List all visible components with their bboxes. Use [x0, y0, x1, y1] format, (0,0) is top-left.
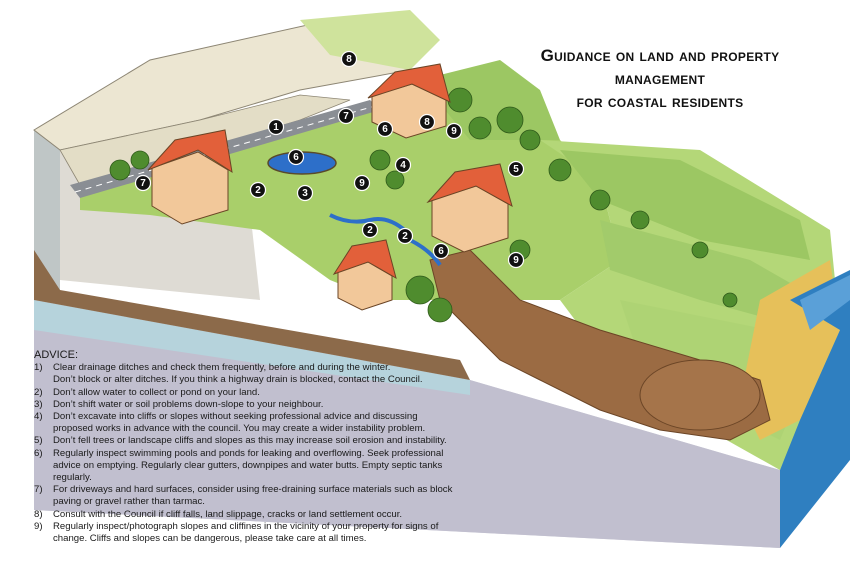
- svg-text:2: 2: [367, 225, 373, 236]
- svg-text:8: 8: [346, 54, 352, 65]
- house-top-left: [147, 129, 233, 225]
- advice-number: 3): [34, 398, 43, 410]
- advice-text-continued: Don’t block or alter ditches. If you thi…: [53, 374, 423, 386]
- marker-4: 4: [394, 156, 412, 174]
- svg-text:2: 2: [402, 231, 408, 242]
- svg-text:9: 9: [451, 126, 457, 137]
- svg-text:6: 6: [293, 152, 299, 163]
- marker-8: 8: [340, 50, 358, 68]
- marker-2: 2: [361, 221, 379, 239]
- marker-7: 7: [337, 107, 355, 125]
- title-line-1: Guidance on land and property: [540, 46, 780, 65]
- page-title: Guidance on land and property management…: [470, 44, 850, 113]
- svg-text:8: 8: [424, 117, 430, 128]
- svg-text:6: 6: [438, 246, 444, 257]
- svg-text:4: 4: [400, 160, 406, 171]
- advice-heading: ADVICE:: [34, 349, 79, 361]
- advice-number: 8): [34, 508, 43, 520]
- house-bottom: [332, 239, 397, 311]
- advice-item: 6) Regularly inspect swimming pools and …: [34, 448, 454, 485]
- svg-text:9: 9: [359, 178, 365, 189]
- title-line-3: for coastal residents: [576, 92, 744, 111]
- advice-text: Regularly inspect/photograph slopes and …: [53, 520, 439, 545]
- marker-2: 2: [249, 181, 267, 199]
- advice-panel: ADVICE: 1) Clear drainage ditches and ch…: [34, 349, 454, 545]
- advice-item: 1) Clear drainage ditches and check them…: [34, 362, 454, 386]
- marker-9: 9: [507, 251, 525, 269]
- marker-2: 2: [396, 227, 414, 245]
- svg-text:7: 7: [140, 178, 146, 189]
- advice-text: Consult with the Council if cliff falls,…: [53, 508, 403, 520]
- svg-text:3: 3: [302, 188, 308, 199]
- shoreline: [740, 260, 850, 548]
- advice-item: 9) Regularly inspect/photograph slopes a…: [34, 521, 454, 545]
- advice-number: 6): [34, 447, 43, 459]
- marker-9: 9: [445, 122, 463, 140]
- svg-text:1: 1: [273, 122, 279, 133]
- marker-7: 7: [134, 174, 152, 192]
- svg-text:7: 7: [343, 111, 349, 122]
- advice-number: 2): [34, 386, 43, 398]
- advice-text: For driveways and hard surfaces, conside…: [53, 484, 453, 508]
- advice-text: Regularly inspect swimming pools and pon…: [53, 447, 444, 484]
- advice-text: Don’t shift water or soil problems down-…: [53, 398, 324, 410]
- svg-text:6: 6: [382, 124, 388, 135]
- marker-8: 8: [418, 113, 436, 131]
- advice-number: 9): [34, 520, 43, 532]
- marker-5: 5: [507, 160, 525, 178]
- trees: [109, 87, 738, 323]
- advice-number: 5): [34, 435, 43, 447]
- advice-text: Don’t allow water to collect or pond on …: [53, 386, 260, 398]
- advice-number: 1): [34, 362, 43, 374]
- marker-9: 9: [353, 174, 371, 192]
- advice-item: 2) Don’t allow water to collect or pond …: [34, 387, 454, 399]
- marker-1: 1: [267, 118, 285, 136]
- numbered-markers: 8 7 6 1 8 9 6 2 3 7 9 4 5 2 2 6 9: [134, 50, 525, 269]
- marker-6: 6: [432, 242, 450, 260]
- marker-3: 3: [296, 184, 314, 202]
- advice-text: Clear drainage ditches and check them fr…: [53, 362, 391, 374]
- ground-block: [34, 130, 780, 548]
- marker-6: 6: [376, 120, 394, 138]
- marker-6: 6: [287, 148, 305, 166]
- svg-text:9: 9: [513, 255, 519, 266]
- advice-item: 3) Don’t shift water or soil problems do…: [34, 399, 454, 411]
- advice-item: 8) Consult with the Council if cliff fal…: [34, 509, 454, 521]
- landslip: [429, 249, 771, 441]
- advice-item: 7) For driveways and hard surfaces, cons…: [34, 484, 454, 508]
- advice-text: Don’t excavate into cliffs or slopes wit…: [53, 411, 426, 435]
- title-line-2: management: [614, 69, 706, 88]
- advice-item: 5) Don’t fell trees or landscape cliffs …: [34, 435, 454, 447]
- advice-number: 7): [34, 484, 43, 496]
- svg-text:5: 5: [513, 164, 519, 175]
- advice-item: 4) Don’t excavate into cliffs or slopes …: [34, 411, 454, 435]
- advice-text: Don’t fell trees or landscape cliffs and…: [53, 435, 447, 447]
- advice-number: 4): [34, 411, 43, 423]
- house-middle-right: [426, 163, 513, 253]
- svg-text:2: 2: [255, 185, 261, 196]
